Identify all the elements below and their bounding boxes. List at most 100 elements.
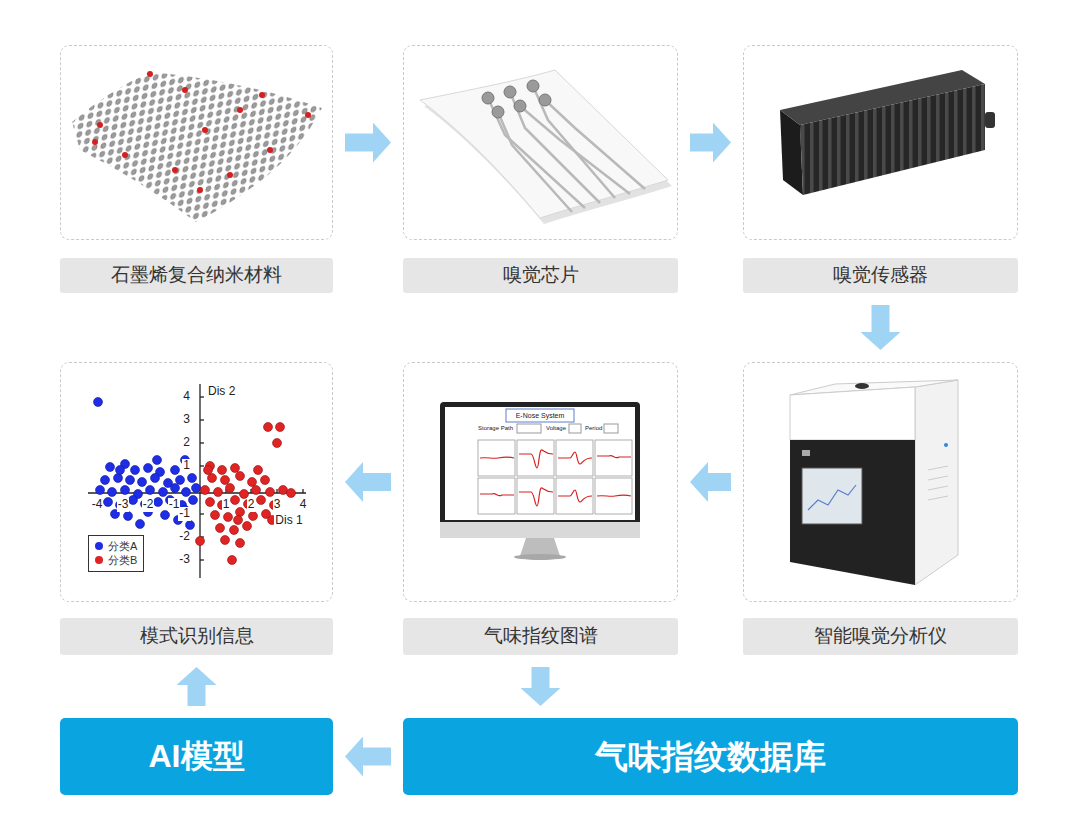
flexible-chip [492, 106, 504, 118]
monitor [440, 402, 640, 560]
scatter-chart [224, 513, 233, 522]
monitor [478, 440, 515, 476]
scatter-chart [264, 423, 273, 432]
monitor [517, 440, 554, 476]
monitor [517, 424, 541, 433]
flow-arrow [363, 473, 391, 491]
monitor [597, 495, 631, 496]
monitor [506, 409, 574, 422]
axis-label: 4 [182, 390, 191, 403]
label-bar: 智能嗅觉分析仪 [743, 618, 1018, 655]
process-bar: AI模型 [60, 718, 333, 795]
screen-text: Period [584, 425, 603, 432]
graphene-sheet [197, 187, 203, 193]
flexible-chip [514, 100, 526, 112]
monitor [556, 440, 593, 476]
scatter-chart [154, 498, 163, 507]
axis-label: 1 [182, 459, 191, 472]
label-bar: 模式识别信息 [60, 618, 333, 655]
monitor [514, 554, 566, 560]
scatter-chart [302, 489, 303, 493]
monitor [595, 478, 632, 514]
analyzer-device [855, 383, 869, 389]
scatter-chart [228, 556, 237, 565]
flexible-chip [482, 92, 494, 104]
scatter-chart [124, 512, 133, 521]
monitor [445, 407, 635, 520]
scatter-chart [176, 476, 185, 485]
scatter-chart [218, 466, 227, 475]
scatter-chart [226, 484, 235, 493]
scatter-chart [196, 537, 205, 546]
monitor [604, 424, 618, 433]
scatter-chart [186, 521, 195, 530]
scatter-chart [106, 463, 115, 472]
graphene-sheet [72, 71, 322, 222]
axis-label: 4 [299, 498, 308, 511]
axis-label: 2 [247, 498, 256, 511]
scatter-chart [243, 522, 252, 531]
analyzer-device [928, 476, 948, 480]
scatter-chart [151, 474, 160, 483]
label-bar: 嗅觉芯片 [403, 258, 678, 293]
flexible-chip [420, 70, 672, 224]
scatter-chart [276, 423, 285, 432]
node-label: AI模型 [149, 737, 245, 775]
scatter-chart [182, 488, 191, 497]
legend-swatch [95, 556, 103, 564]
axis-label: -2 [178, 530, 191, 543]
scatter-chart [94, 398, 103, 407]
axis-label: 1 [222, 498, 231, 511]
graphene-sheet [92, 139, 98, 145]
scatter-chart [200, 559, 204, 560]
scatter-chart [138, 478, 147, 487]
monitor [595, 440, 632, 476]
monitor [519, 488, 553, 506]
scatter-chart [279, 486, 288, 495]
graphene-sheet [237, 107, 243, 113]
legend-text: 分类B [108, 553, 137, 567]
flow-arrow [363, 748, 391, 766]
analyzer-device [928, 486, 948, 490]
analyzer-device [928, 496, 948, 500]
scatter-chart [188, 474, 197, 483]
node-label: 嗅觉芯片 [503, 264, 579, 287]
axis-label: -3 [117, 498, 130, 511]
graphene-sheet [267, 147, 273, 153]
scatter-chart [230, 526, 239, 535]
scatter-chart [104, 498, 113, 507]
scatter-chart [231, 496, 240, 505]
graphene-sheet [147, 71, 153, 77]
graphene-sheet [182, 87, 188, 93]
scatter-chart [236, 539, 245, 548]
scatter-chart [200, 513, 204, 514]
flow-arrow [188, 685, 206, 706]
flexible-chip [520, 106, 630, 194]
scatter-chart [254, 466, 263, 475]
scatter-chart [144, 464, 153, 473]
graphene-sheet [202, 127, 208, 133]
scatter-chart [248, 478, 257, 487]
analyzer-device [928, 466, 948, 470]
scatter-chart [216, 524, 225, 533]
graphene-sheet [172, 167, 178, 173]
flexible-chip [504, 86, 516, 98]
monitor [556, 478, 593, 514]
node-label: 石墨烯复合纳米材料 [111, 264, 282, 287]
scatter-chart [189, 496, 198, 505]
graphene-sheet [227, 172, 233, 178]
scatter-chart [108, 488, 117, 497]
monitor [569, 424, 581, 433]
scatter-chart [121, 486, 130, 495]
monitor [519, 450, 553, 468]
scatter-chart [159, 488, 168, 497]
graphene-sheet [72, 72, 322, 222]
scatter-chart [192, 484, 201, 493]
analyzer-device [928, 466, 948, 500]
flexible-chip [488, 86, 645, 212]
axis-label: Dis 2 [207, 385, 236, 398]
scatter-chart [88, 384, 306, 578]
node-label: 智能嗅觉分析仪 [814, 625, 947, 648]
scatter-chart [201, 486, 210, 495]
legend-swatch [95, 542, 103, 550]
